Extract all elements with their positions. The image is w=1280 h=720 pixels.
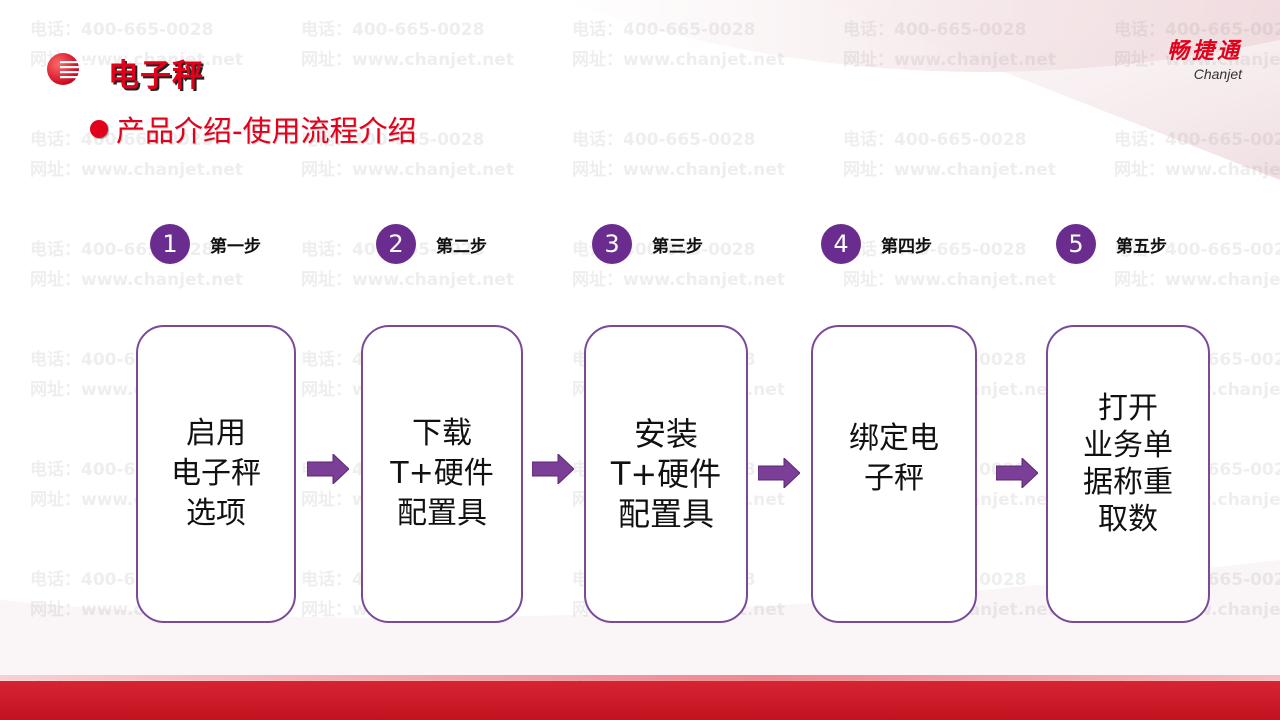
step-box-3: 安装 T+硬件 配置具 [584,325,748,623]
step-label-2: 2 第二步 [376,224,487,264]
step-number-badge: 4 [821,224,861,264]
step-title: 第二步 [436,236,487,257]
brand-name-cn: 畅捷通 [1166,39,1242,64]
right-arrow-icon [996,458,1038,488]
step-box-5: 打开 业务单 据称重 取数 [1046,325,1210,623]
step-title: 第三步 [652,236,703,257]
bottom-band-highlight [0,675,1280,683]
step-description: 下载 T+硬件 配置具 [390,416,494,531]
step-label-5: 5 第五步 [1056,224,1167,264]
right-arrow-icon [307,454,349,484]
step-description: 打开 业务单 据称重 取数 [1083,391,1173,537]
brand-name-en: Chanjet [1193,66,1242,82]
step-number-badge: 3 [592,224,632,264]
step-box-2: 下载 T+硬件 配置具 [361,325,523,623]
right-arrow-icon [758,458,800,488]
step-description: 绑定电 子秤 [849,421,939,496]
page-subtitle: 产品介绍-使用流程介绍 [116,114,417,148]
step-number-badge: 2 [376,224,416,264]
step-number-badge: 5 [1056,224,1096,264]
step-description: 启用 电子秤 选项 [171,416,261,531]
step-label-3: 3 第三步 [592,224,703,264]
step-description: 安装 T+硬件 配置具 [610,415,722,533]
step-title: 第五步 [1116,236,1167,257]
step-label-1: 1 第一步 [150,224,261,264]
bullet-icon [90,120,108,138]
bottom-red-band [0,681,1280,720]
brand-logo: 畅捷通 Chanjet [1166,39,1242,83]
red-sphere-logo-icon [47,53,92,85]
step-number-badge: 1 [150,224,190,264]
step-label-4: 4 第四步 [821,224,932,264]
step-box-1: 启用 电子秤 选项 [136,325,296,623]
right-arrow-icon [532,454,574,484]
step-title: 第四步 [881,236,932,257]
step-title: 第一步 [210,236,261,257]
step-box-4: 绑定电 子秤 [811,325,977,623]
subtitle-row: 产品介绍-使用流程介绍 [90,108,416,150]
page-title: 电子秤 [108,58,204,94]
